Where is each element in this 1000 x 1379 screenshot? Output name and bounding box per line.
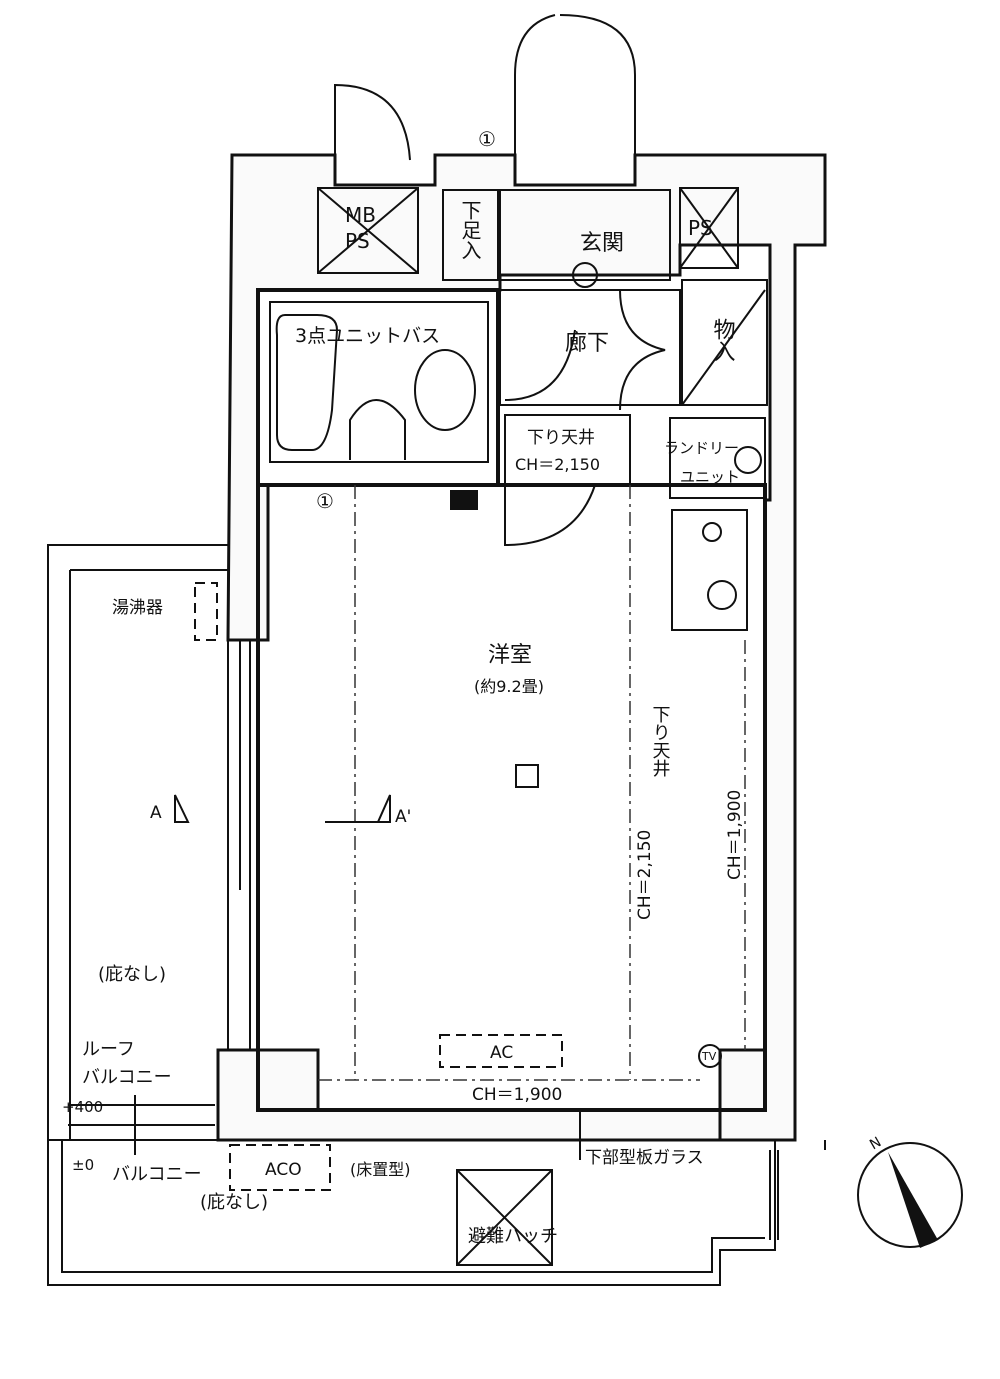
compass: N [857, 1134, 963, 1248]
balcony-label: バルコニー [112, 1164, 202, 1185]
ch-2150-side-label: CH＝2,150 [635, 830, 655, 920]
western-room-outline [256, 483, 767, 1112]
western-room-size: (約9.2畳) [474, 677, 544, 696]
toilet [349, 399, 406, 460]
roof-balcony-outline [47, 544, 228, 1141]
ps-label: PS [688, 216, 713, 240]
evacuation-hatch-box [456, 1169, 553, 1266]
storage-box [681, 279, 768, 406]
mb-label: MB [345, 203, 376, 227]
tv-outlet-label: TV [701, 1050, 717, 1063]
floor-type-label: (床置型) [350, 1160, 411, 1179]
lower-glass-label: 下部型板ガラス [585, 1148, 704, 1168]
evacuation-hatch-label: 避難ハッチ [468, 1226, 558, 1247]
entrance-box [499, 189, 671, 281]
bathtub [275, 314, 339, 451]
aco-label: ACO [265, 1160, 302, 1180]
balcony-outline [47, 1140, 826, 1286]
ps-box [679, 187, 739, 269]
compass-circle [857, 1142, 963, 1248]
roof-balcony-label-1: ルーフ [82, 1039, 135, 1060]
ch-2150-top-label: CH＝2,150 [515, 455, 600, 474]
ps-label-left: PS [345, 229, 370, 253]
entrance-label: 玄関 [580, 231, 624, 256]
level-zero: ±0 [72, 1156, 94, 1174]
lowered-ceiling-box [504, 414, 631, 486]
laundry-label-2: ユニット [680, 468, 740, 486]
section-a-prime-label: A' [395, 807, 411, 827]
corridor-box [499, 289, 681, 406]
kitchen-box [671, 509, 748, 631]
unit-bath-outline [256, 288, 500, 487]
unit-bath-inner [269, 301, 489, 463]
ceiling-light [515, 764, 539, 788]
western-room-label: 洋室 [488, 643, 532, 668]
no-eaves-balcony-label: (庇なし) [200, 1192, 268, 1213]
north-arrow-icon [888, 1152, 938, 1248]
lowered-ceiling-side-label: 下り天井 [650, 705, 671, 777]
south-wall [216, 1048, 722, 1142]
mb-ps-box [317, 187, 419, 274]
laundry-label-1: ランドリー [664, 439, 739, 457]
ch-1900-bottom-label: CH＝1,900 [472, 1085, 562, 1105]
ch-1900-side-label: CH＝1,900 [725, 790, 745, 880]
unit-bath-label: 3点ユニットバス [295, 325, 440, 347]
storage-label: 物入 [710, 318, 736, 362]
ac-label: AC [490, 1043, 513, 1063]
laundry-box [669, 417, 766, 499]
shoe-storage-box [442, 189, 499, 281]
water-heater-label: 湯沸器 [112, 598, 163, 618]
corridor-label: 廊下 [565, 331, 609, 356]
marker-1-top: ① [478, 127, 496, 151]
lowered-ceiling-top-label: 下り天井 [527, 428, 595, 448]
washbasin [414, 349, 476, 431]
roof-balcony-label-2: バルコニー [82, 1067, 172, 1088]
level-plus400: +400 [62, 1098, 103, 1116]
shoe-storage-label: 下足入 [458, 200, 482, 260]
section-a-label: A [150, 803, 162, 823]
marker-1-room: ① [316, 489, 334, 513]
no-eaves-roof-label: (庇なし) [98, 964, 166, 985]
